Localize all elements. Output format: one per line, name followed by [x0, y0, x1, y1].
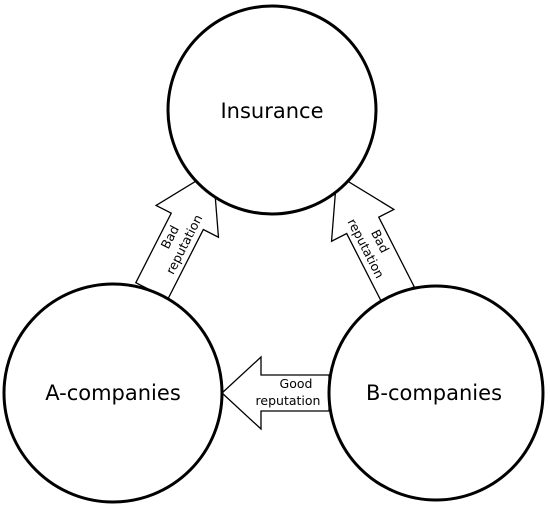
node-a-companies-circle: [2, 282, 224, 504]
node-insurance-label: Insurance: [220, 99, 323, 123]
node-b-companies: B-companies: [327, 284, 545, 502]
node-a-companies: A-companies: [2, 282, 224, 504]
arrow-b-to-a-shape: [221, 355, 330, 431]
node-b-companies-label: B-companies: [366, 381, 502, 405]
arrow-a-to-insurance-shape: [134, 169, 220, 300]
arrow-b-to-insurance-shape: [330, 173, 416, 304]
node-insurance: Insurance: [166, 4, 378, 216]
arrow-b-to-a-label-line1: Good: [280, 376, 313, 391]
arrow-b-to-a: Good reputation: [221, 355, 330, 431]
arrow-b-to-a-label-line2: reputation: [256, 393, 321, 408]
node-a-companies-label: A-companies: [45, 381, 181, 405]
node-b-companies-circle: [327, 284, 545, 502]
node-insurance-circle: [166, 4, 378, 216]
